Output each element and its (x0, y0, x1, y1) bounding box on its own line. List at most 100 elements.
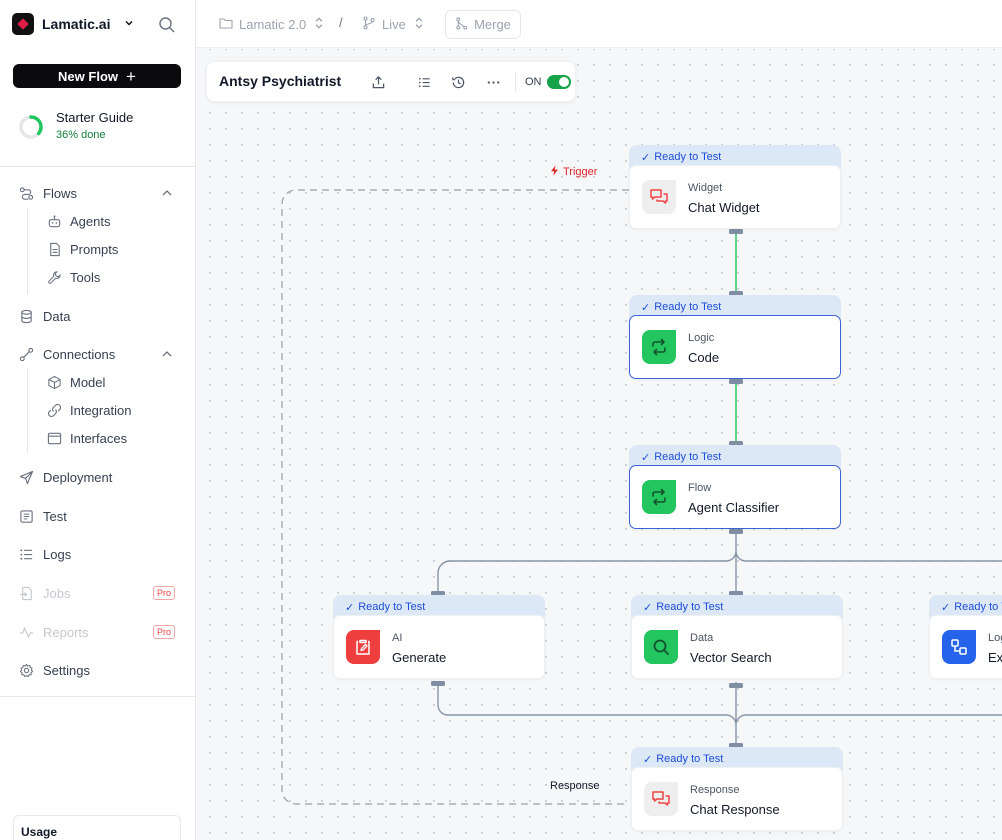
chevron-up-down-icon (412, 16, 426, 32)
sidebar-item-logs[interactable]: Logs (18, 544, 71, 564)
node-card[interactable]: AI Generate (333, 615, 545, 679)
sidebar-item-label: Deployment (43, 469, 113, 485)
node-status-text: Ready to Test (656, 601, 724, 613)
merge-button[interactable]: Merge (445, 10, 521, 39)
check-icon: ✓ (641, 151, 651, 164)
sidebar-item-label: Agents (70, 213, 111, 229)
node-status-text: Ready to Test (358, 601, 426, 613)
search-icon[interactable] (158, 16, 176, 34)
node-card[interactable]: Logic Code (629, 315, 841, 379)
sidebar-item-deployment[interactable]: Deployment (18, 467, 112, 487)
flow-canvas[interactable]: Antsy Psychiatrist ON Trigger Response ✓… (196, 49, 1002, 840)
history-icon[interactable] (449, 73, 467, 91)
progress-ring-icon (19, 115, 43, 139)
check-icon: ✓ (643, 753, 653, 766)
sidebar-item-prompts[interactable]: Prompts (46, 239, 118, 259)
flow-title[interactable]: Antsy Psychiatrist (219, 73, 342, 89)
sidebar-item-label: Tools (70, 269, 101, 285)
edge-merge-to-response (437, 682, 1002, 746)
node-card[interactable]: Flow Agent Classifier (629, 465, 841, 529)
plus-icon: + (126, 66, 136, 86)
node-code[interactable]: ✓Ready to Test Logic Code (629, 295, 841, 379)
sidebar-item-test[interactable]: Test (18, 506, 67, 526)
sidebar-item-connections[interactable]: Connections (18, 344, 115, 364)
repeat-icon (642, 330, 676, 364)
branch-selector[interactable]: Live (362, 15, 426, 33)
connector-handles (431, 229, 743, 748)
flow-active-toggle[interactable] (547, 75, 571, 89)
node-card[interactable]: Data Vector Search (631, 615, 843, 679)
node-status-text: Ready to Test (656, 753, 724, 765)
node-logic-partial[interactable]: ✓Ready to Test Logi Ex (929, 595, 1002, 679)
lightning-icon (550, 165, 559, 179)
workspace-name: Lamatic.ai (42, 16, 111, 32)
check-icon: ✓ (641, 451, 651, 464)
node-vector-search[interactable]: ✓Ready to Test Data Vector Search (631, 595, 843, 679)
gear-icon (18, 662, 34, 678)
chevron-up-icon[interactable] (160, 347, 174, 361)
node-chat-widget[interactable]: ✓Ready to Test Widget Chat Widget (629, 145, 841, 229)
sidebar-item-label: Data (43, 308, 71, 324)
check-icon: ✓ (941, 601, 951, 614)
sidebar-item-label: Connections (43, 346, 116, 362)
node-chat-response[interactable]: ✓Ready to Test Response Chat Response (631, 747, 843, 831)
breadcrumb-separator: / (339, 15, 343, 30)
node-status-text: Ready to Test (654, 151, 722, 163)
chevron-up-down-icon (312, 16, 326, 32)
node-card[interactable]: Logi Ex (929, 615, 1002, 679)
workspace-switcher[interactable]: Lamatic.ai (12, 12, 134, 36)
sidebar-item-label: Flows (43, 185, 77, 201)
test-icon (18, 508, 34, 524)
flow-edges (281, 189, 1002, 805)
node-name: Agent Classifier (688, 500, 780, 515)
upload-icon[interactable] (369, 73, 387, 91)
sidebar-item-interfaces[interactable]: Interfaces (46, 428, 127, 448)
link-icon (46, 402, 62, 418)
trigger-label: Trigger (550, 165, 597, 179)
sidebar-item-integration[interactable]: Integration (46, 400, 131, 420)
sidebar-item-agents[interactable]: Agents (46, 211, 110, 231)
sidebar-divider (0, 696, 195, 697)
node-agent-classifier[interactable]: ✓Ready to Test Flow Agent Classifier (629, 445, 841, 529)
more-icon[interactable] (484, 73, 502, 91)
header-divider (515, 72, 516, 92)
project-name: Lamatic 2.0 (239, 16, 307, 32)
node-generate[interactable]: ✓Ready to Test AI Generate (333, 595, 545, 679)
chevron-up-icon[interactable] (160, 186, 174, 200)
sidebar-item-jobs: Jobs (18, 583, 70, 603)
response-edge-label: Response (550, 780, 600, 792)
node-kind: Response (690, 784, 740, 796)
sidebar-item-settings[interactable]: Settings (18, 660, 90, 680)
sidebar-item-label: Reports (43, 624, 89, 640)
node-kind: AI (392, 632, 403, 644)
sidebar-item-data[interactable]: Data (18, 306, 70, 326)
node-name: Ex (988, 650, 1002, 665)
list-icon[interactable] (415, 73, 433, 91)
starter-guide[interactable]: Starter Guide 36% done (18, 110, 133, 141)
node-card[interactable]: Response Chat Response (631, 767, 843, 831)
sidebar-item-tools[interactable]: Tools (46, 267, 100, 287)
robot-icon (46, 213, 62, 229)
sidebar-divider (0, 166, 195, 167)
flow-header: Antsy Psychiatrist ON (206, 61, 576, 102)
lamatic-logo (12, 13, 34, 35)
sidebar-item-flows[interactable]: Flows (18, 183, 77, 203)
usage-panel[interactable]: Usage (13, 815, 181, 840)
node-status-text: Ready to Test (654, 301, 722, 313)
starter-guide-title: Starter Guide (56, 110, 134, 125)
chat-icon (644, 782, 678, 816)
toggle-label: ON (525, 76, 542, 88)
sidebar-item-model[interactable]: Model (46, 372, 105, 392)
project-selector[interactable]: Lamatic 2.0 (219, 15, 326, 33)
cube-icon (46, 374, 62, 390)
list-icon (18, 546, 34, 562)
starter-guide-progress: 36% done (56, 129, 106, 141)
new-flow-button[interactable]: New Flow + (13, 64, 181, 88)
node-name: Vector Search (690, 650, 772, 665)
branch-name: Live (382, 16, 406, 32)
check-icon: ✓ (643, 601, 653, 614)
top-bar: Lamatic 2.0 / Live Merge (196, 0, 1002, 48)
node-card[interactable]: Widget Chat Widget (629, 165, 841, 229)
node-name: Chat Widget (688, 200, 760, 215)
activity-icon (18, 624, 34, 640)
